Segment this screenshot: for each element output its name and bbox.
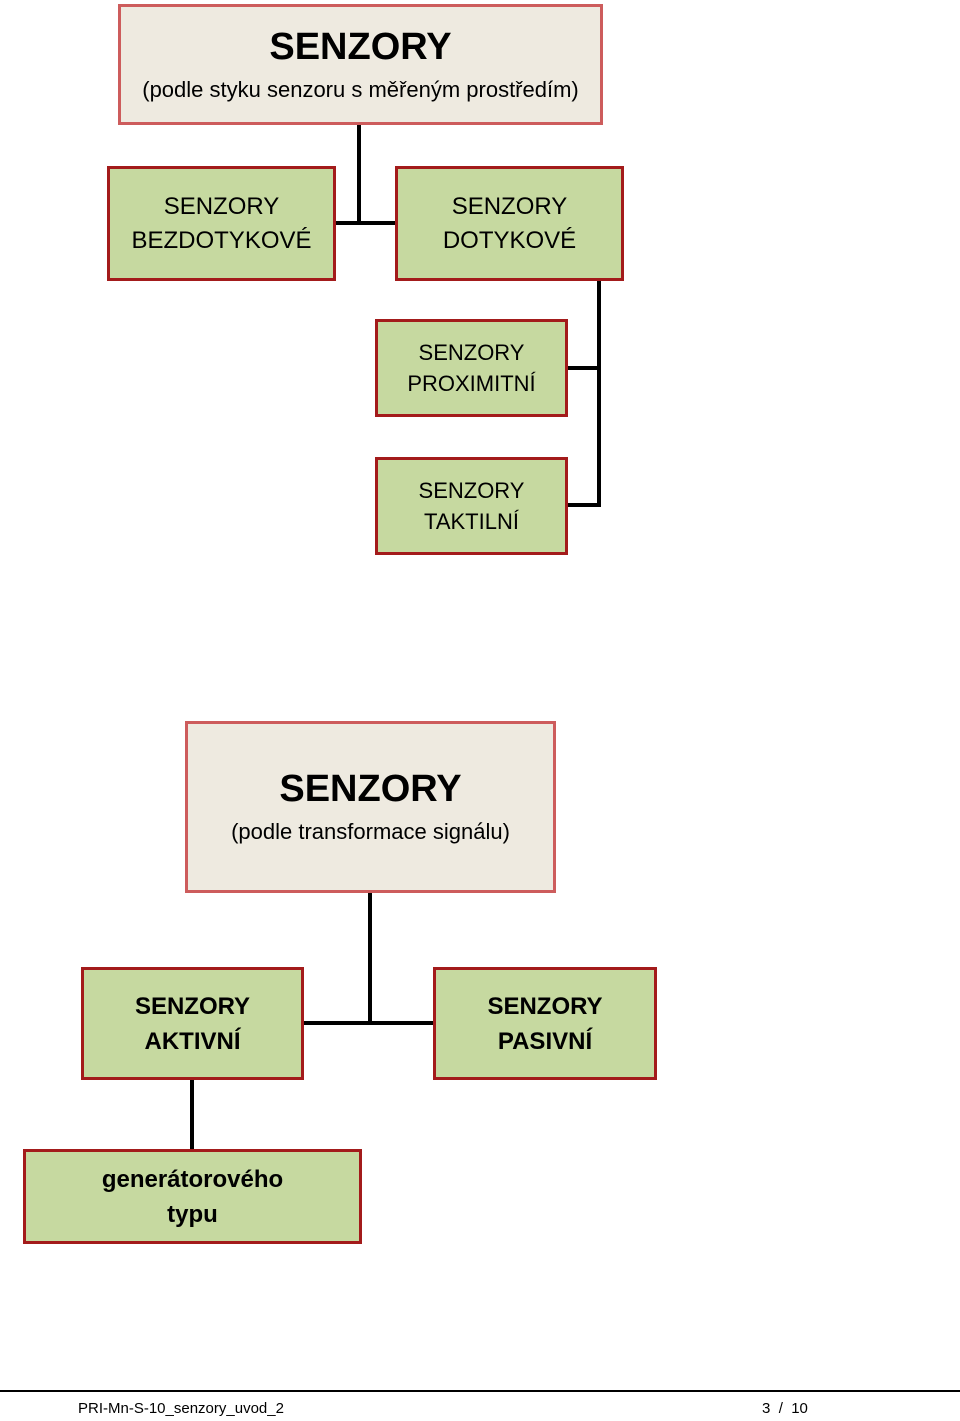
- footer-page-number: 3 / 10: [762, 1400, 808, 1417]
- box-label-line1: SENZORY: [418, 478, 525, 503]
- connector-taktilni: [566, 503, 601, 507]
- box-label-line2: TAKTILNÍ: [424, 509, 519, 534]
- footer-divider: [0, 1390, 960, 1392]
- box-label-line2: typu: [167, 1200, 218, 1228]
- box-generatoroveho-typu: generátorového typu: [23, 1149, 362, 1244]
- box-label-line1: SENZORY: [451, 192, 568, 220]
- connector-proximitni: [566, 366, 601, 370]
- root-subtitle: (podle transformace signálu): [231, 819, 510, 844]
- box-label-line2: DOTYKOVÉ: [442, 226, 577, 254]
- page-current: 3: [762, 1400, 771, 1417]
- connector-dotykove-down: [597, 280, 601, 507]
- box-label-line1: SENZORY: [418, 340, 525, 365]
- root-box-contact: SENZORY (podle styku senzoru s měřeným p…: [118, 4, 603, 125]
- box-aktivni: SENZORY AKTIVNÍ: [81, 967, 304, 1080]
- root-box-transformation: SENZORY (podle transformace signálu): [185, 721, 556, 893]
- box-bezdotykove: SENZORY BEZDOTYKOVÉ: [107, 166, 336, 281]
- box-taktilni: SENZORY TAKTILNÍ: [375, 457, 568, 555]
- box-label-line2: PROXIMITNÍ: [407, 371, 536, 396]
- page-separator: /: [778, 1400, 783, 1417]
- box-proximitni: SENZORY PROXIMITNÍ: [375, 319, 568, 417]
- box-dotykove: SENZORY DOTYKOVÉ: [395, 166, 624, 281]
- root-title: SENZORY: [279, 768, 462, 810]
- connector-root1-horizontal: [334, 221, 397, 225]
- box-label-line2: BEZDOTYKOVÉ: [131, 226, 312, 254]
- root-title: SENZORY: [269, 25, 452, 68]
- connector-root1-down: [357, 124, 361, 224]
- footer-document-name: PRI-Mn-S-10_senzory_uvod_2: [78, 1400, 284, 1417]
- connector-root2-horizontal: [302, 1021, 435, 1025]
- page-total: 10: [791, 1400, 808, 1417]
- box-label-line2: AKTIVNÍ: [144, 1027, 241, 1055]
- box-label-line2: PASIVNÍ: [497, 1027, 593, 1055]
- box-label-line1: SENZORY: [134, 992, 251, 1020]
- box-pasivni: SENZORY PASIVNÍ: [433, 967, 657, 1080]
- box-label-line1: generátorového: [101, 1165, 284, 1193]
- connector-root2-down: [368, 890, 372, 1024]
- box-label-line1: SENZORY: [163, 192, 280, 220]
- box-label-line1: SENZORY: [487, 992, 603, 1020]
- connector-aktivni-down: [190, 1078, 194, 1150]
- root-subtitle: (podle styku senzoru s měřeným prostředí…: [142, 76, 579, 102]
